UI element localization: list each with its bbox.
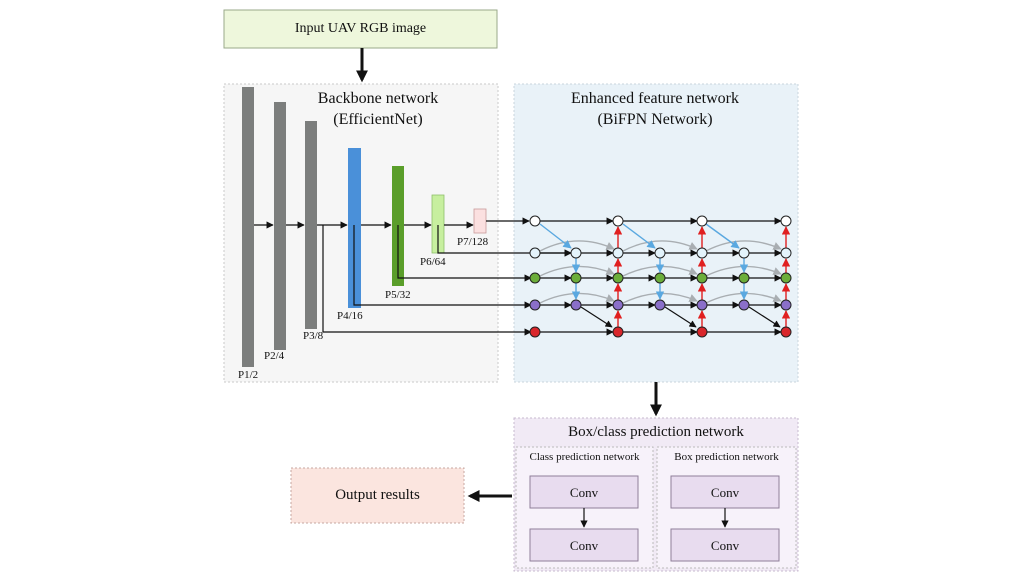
bifpn-title-line1: Enhanced feature network	[571, 90, 739, 107]
level-label-p3: P3/8	[303, 330, 324, 342]
class-conv1-box	[529, 475, 639, 509]
backbone-bar-p2	[274, 102, 286, 350]
output-label: Output results	[335, 487, 420, 503]
bifpn-panel	[513, 83, 799, 383]
backbone-title-line1: Backbone network	[317, 90, 439, 107]
class-conv2-box	[529, 528, 639, 562]
level-label-p5: P5/32	[385, 289, 411, 301]
bifpn-bottomup-arrows	[613, 226, 791, 327]
input-box	[223, 9, 498, 49]
box-conv1-box	[670, 475, 780, 509]
prediction-title: Box/class prediction network	[568, 424, 744, 440]
class-net-title: Class prediction network	[529, 451, 640, 463]
input-label: Input UAV RGB image	[294, 21, 427, 36]
box-conv2-box	[670, 528, 780, 562]
level-label-p2: P2/4	[264, 350, 285, 362]
backbone-to-bifpn-links	[322, 217, 572, 336]
level-label-p7: P7/128	[457, 236, 489, 248]
bifpn-skip-arcs	[539, 240, 782, 304]
output-box	[290, 467, 465, 524]
bifpn-horizontal-arrows	[540, 217, 782, 336]
bifpn-nodes	[529, 215, 792, 338]
level-label-p1: P1/2	[238, 369, 259, 381]
bifpn-topdown-arrows	[539, 223, 749, 300]
backbone-bar-p3	[305, 121, 317, 329]
bifpn-title-line2: (BiFPN Network)	[597, 111, 713, 128]
level-label-p6: P6/64	[420, 256, 446, 268]
backbone-title-line2: (EfficientNet)	[333, 111, 423, 128]
backbone-bar-p7	[473, 208, 487, 234]
class-conv1-label: Conv	[569, 485, 599, 500]
level-label-p4: P4/16	[337, 310, 363, 322]
backbone-bar-p1	[242, 87, 254, 367]
box-conv1-label: Conv	[710, 485, 740, 500]
class-conv2-label: Conv	[569, 538, 599, 553]
box-net-title: Box prediction network	[674, 451, 779, 463]
box-conv2-label: Conv	[710, 538, 740, 553]
